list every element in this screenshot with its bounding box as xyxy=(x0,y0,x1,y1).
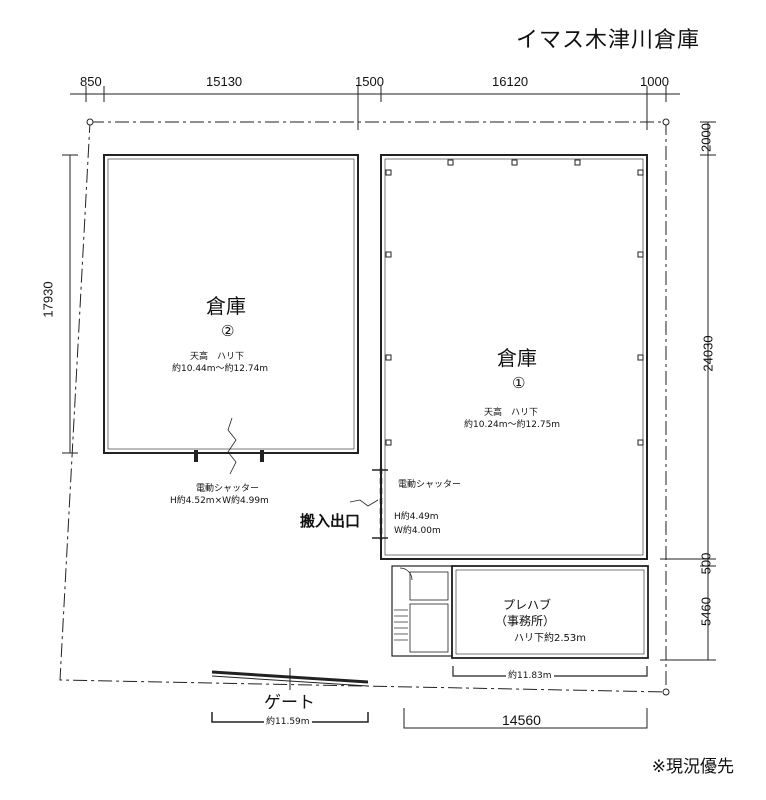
warehouse-2-shutter-size: H約4.52m×W約4.99m xyxy=(170,496,269,506)
gate-label: ゲート xyxy=(264,693,315,713)
page-title: イマス木津川倉庫 xyxy=(515,28,700,53)
gate-width-dim: 約11.59m xyxy=(264,717,312,728)
warehouse-2-shutter-label: 電動シャッター xyxy=(196,484,260,494)
dim-top-3: 1500 xyxy=(355,74,384,89)
dim-right-3: 500 xyxy=(698,552,714,575)
note-current-priority: ※現況優先 xyxy=(651,757,734,777)
dim-bottom: 14560 xyxy=(502,712,541,728)
warehouse-2-number: ② xyxy=(221,322,235,340)
warehouse-2-name: 倉庫 xyxy=(206,294,246,318)
warehouse-1-ceiling-label: 天高 ハリ下 xyxy=(484,408,539,418)
dim-top-2: 15130 xyxy=(206,74,243,89)
office-width-dim: 約11.83m xyxy=(506,671,554,682)
dim-right-1: 2000 xyxy=(698,123,714,152)
warehouse-1-shutter-h: H約4.49m xyxy=(394,512,439,522)
warehouse-1-name: 倉庫 xyxy=(497,346,537,370)
office-label-line1: プレハブ xyxy=(503,598,552,612)
warehouse-1-outline xyxy=(380,154,648,560)
dim-top-1: 850 xyxy=(80,74,102,89)
entrance-label: 搬入出口 xyxy=(300,512,361,530)
warehouse-1-ceiling-value: 約10.24m～約12.75m xyxy=(464,420,561,430)
warehouse-2-ceiling-value: 約10.44m～約12.74m xyxy=(172,364,269,374)
warehouse-1-number: ① xyxy=(512,374,526,392)
warehouse-2-ceiling-label: 天高 ハリ下 xyxy=(190,352,245,362)
dim-right-2: 24030 xyxy=(700,335,716,372)
dim-right-4: 5460 xyxy=(698,597,714,626)
warehouse-2-outline xyxy=(103,154,359,454)
office-ceiling: ハリ下約2.53m xyxy=(514,633,587,644)
dim-left-height: 17930 xyxy=(40,281,56,318)
office-label-line2: （事務所） xyxy=(495,614,556,628)
warehouse-1-shutter-w: W約4.00m xyxy=(394,526,441,536)
dim-top-4: 16120 xyxy=(492,74,529,89)
property-boundary xyxy=(59,121,667,693)
warehouse-1-shutter-label: 電動シャッター xyxy=(398,480,462,490)
dim-top-5: 1000 xyxy=(640,74,669,89)
